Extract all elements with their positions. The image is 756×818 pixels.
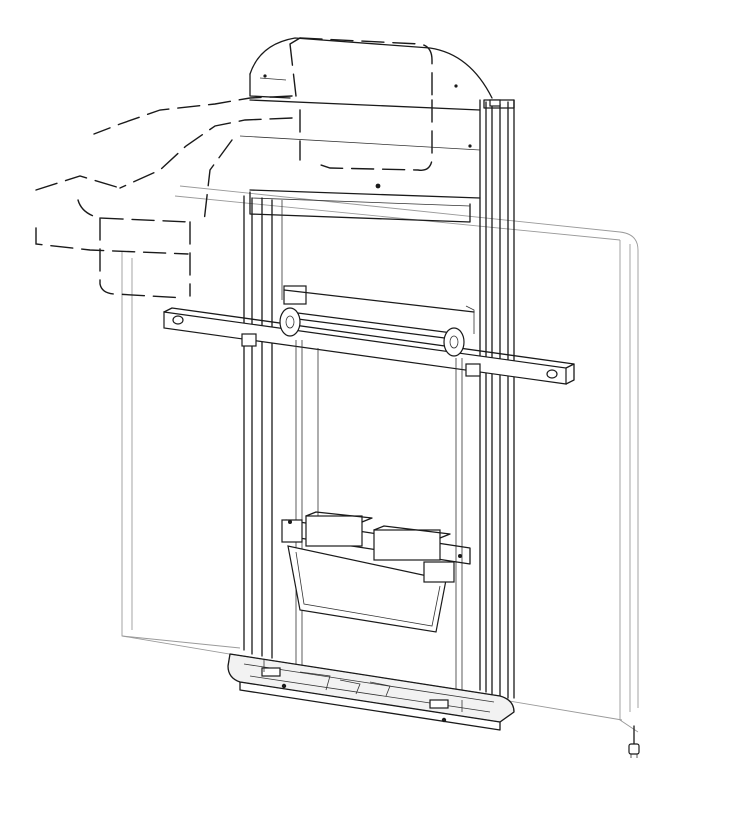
top-hood <box>249 37 493 99</box>
guide-cables <box>295 340 463 690</box>
horizontal-crossbar <box>163 307 575 385</box>
floor-base <box>227 653 515 731</box>
vertical-column <box>239 99 515 699</box>
power-plug <box>628 725 640 758</box>
counterweight-tray <box>281 511 471 633</box>
upper-carriage <box>241 285 481 377</box>
mounted-panel-outline <box>121 185 639 733</box>
phantom-hood-outline <box>35 37 433 299</box>
